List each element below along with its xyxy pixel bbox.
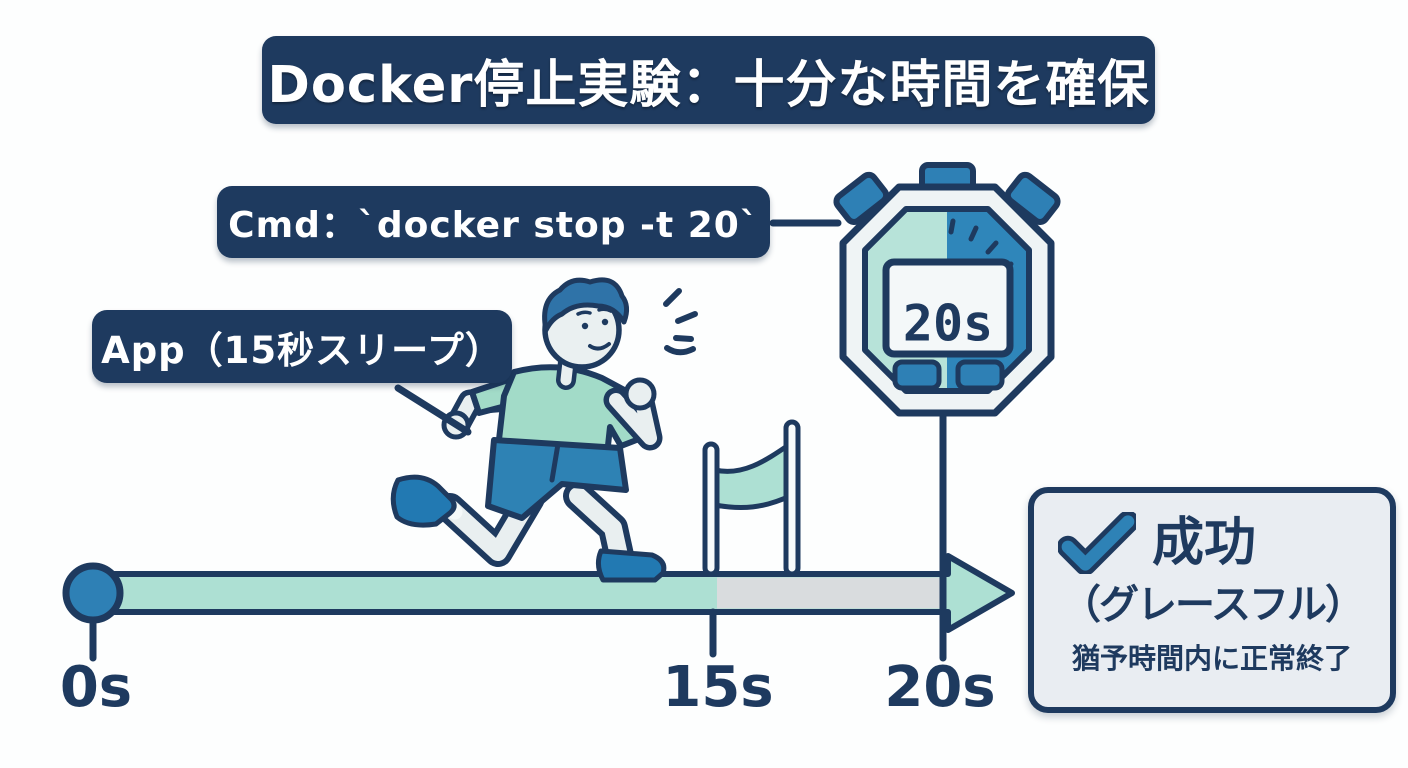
finish-ribbon (712, 441, 793, 511)
grace-period-segment (717, 577, 940, 609)
title-banner: Docker停止実験：十分な時間を確保 (262, 36, 1155, 124)
tick-label-0s: 0s (59, 655, 133, 720)
timeline-bar (82, 553, 1015, 633)
app-pointer-line (394, 384, 472, 436)
tick-label-20s: 20s (884, 655, 996, 720)
tick-label-15s: 15s (662, 655, 774, 720)
app-callout-label: App（15秒スリープ） (101, 328, 503, 372)
page-title: Docker停止実験：十分な時間を確保 (267, 56, 1150, 115)
start-marker-icon (62, 562, 124, 662)
finish-post-right (783, 419, 801, 577)
finish-post-left (702, 441, 720, 577)
stopwatch-display-value: 20s (903, 295, 993, 353)
stopwatch-button-left (892, 359, 942, 391)
result-heading-row: 成功 (1058, 507, 1380, 579)
stopwatch-icon: 20s (833, 162, 1061, 417)
finish-line-icon (702, 419, 801, 577)
timeline-arrow-icon (82, 553, 1015, 633)
runner-face (576, 307, 613, 351)
result-description: 猶予時間内に正常終了 (1071, 642, 1352, 675)
stopwatch-display (882, 258, 1014, 358)
app-callout: App（15秒スリープ） (92, 310, 512, 383)
check-icon (1058, 512, 1136, 574)
runner-icon (390, 277, 698, 583)
cmd-callout: Cmd：`docker stop -t 20` (217, 186, 770, 258)
stopwatch-button-right (955, 359, 1005, 391)
cmd-callout-label: Cmd：`docker stop -t 20` (228, 205, 759, 246)
sparkle-lines (663, 288, 698, 356)
result-subheading: （グレースフル） (1061, 582, 1365, 628)
result-heading: 成功 (1152, 513, 1257, 573)
result-box: 成功 （グレースフル） 猶予時間内に正常終了 (1028, 487, 1396, 713)
